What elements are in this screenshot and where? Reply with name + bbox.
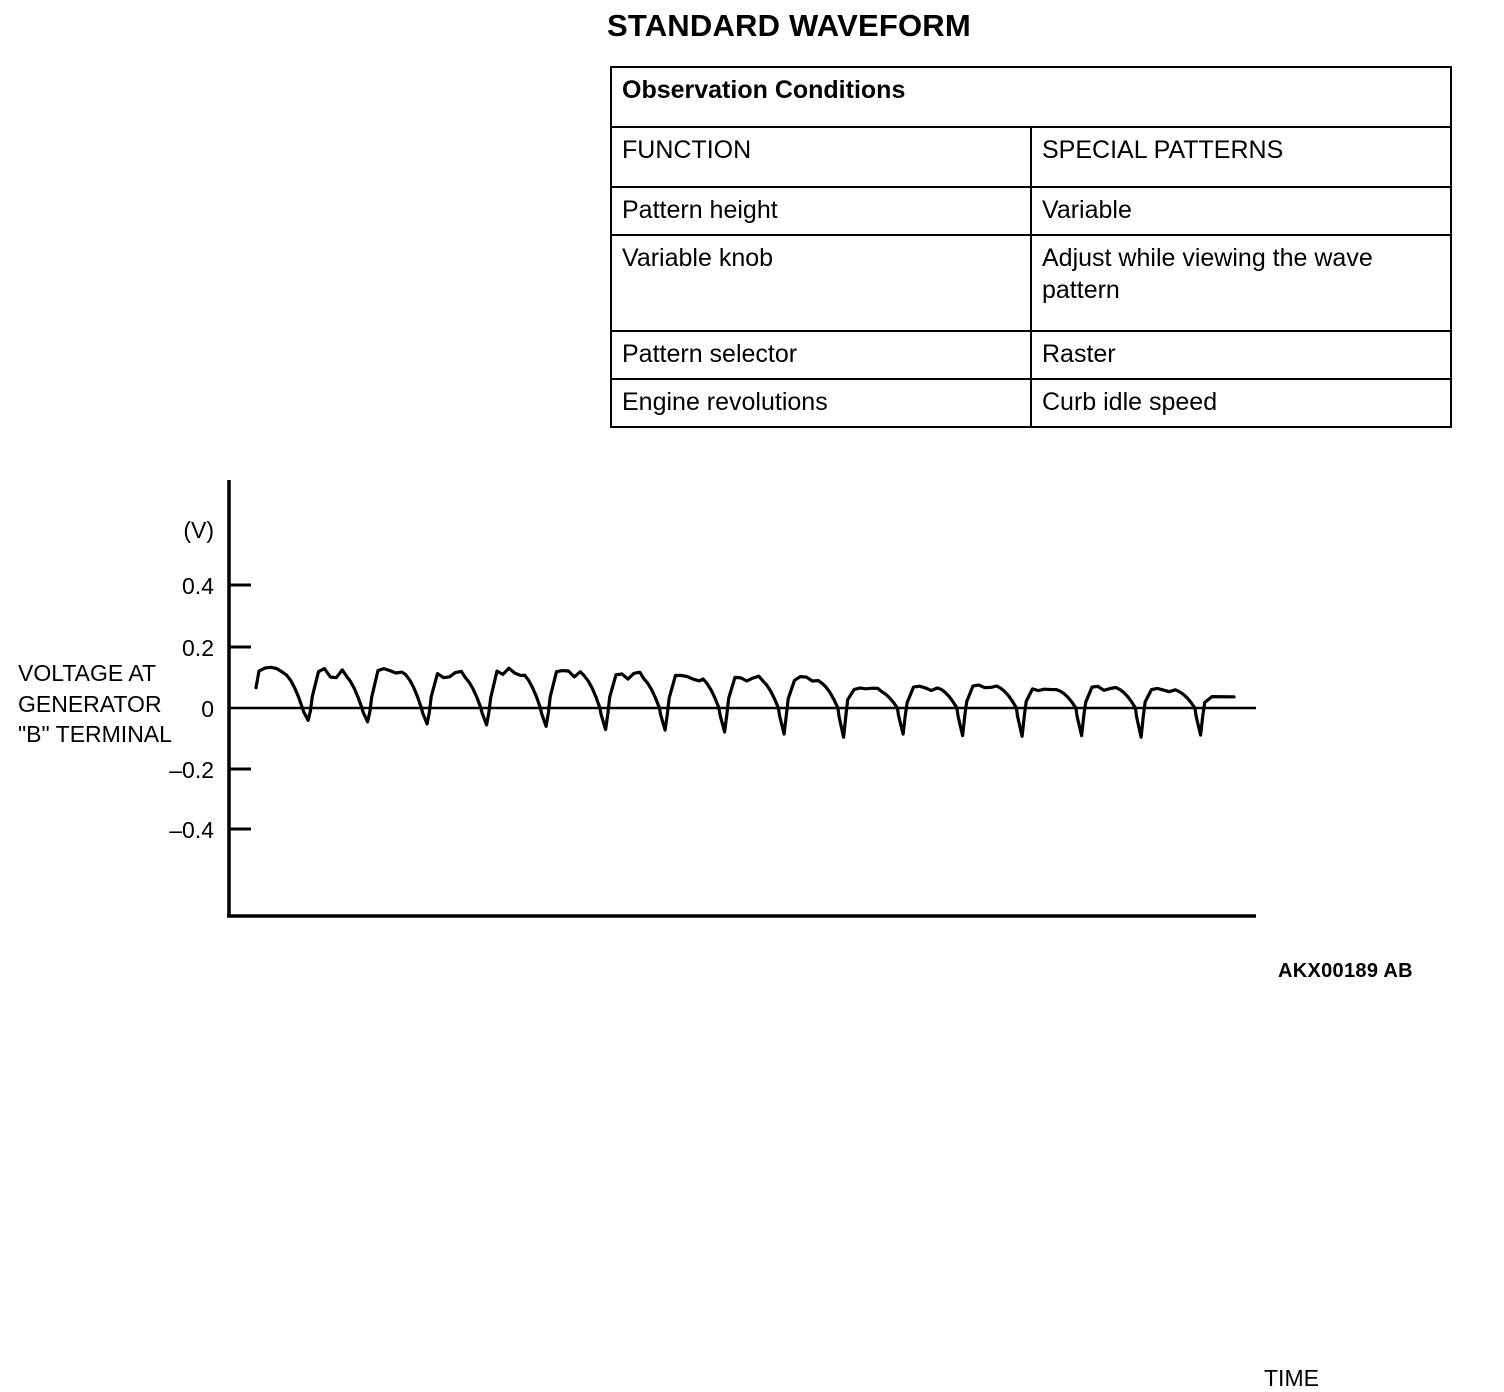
y-axis-unit-label: (V)	[183, 517, 214, 543]
cell-pattern: Raster	[1030, 330, 1452, 380]
x-axis-caption: TIME	[1264, 1365, 1319, 1391]
waveform-chart: VOLTAGE AT GENERATOR "B" TERMINAL TIME (…	[0, 470, 1504, 1391]
y-tick-label-minus-0.2: –0.2	[169, 757, 214, 783]
table-row: Engine revolutions Curb idle speed	[610, 378, 1452, 428]
y-tick-label-0.2: 0.2	[182, 635, 214, 661]
table-row: Pattern height Variable	[610, 186, 1452, 236]
cell-pattern: Variable	[1030, 186, 1452, 236]
observation-conditions-table: Observation Conditions FUNCTION SPECIAL …	[610, 66, 1452, 428]
table-row-caption: Observation Conditions	[610, 66, 1452, 128]
waveform-trace	[254, 665, 1236, 739]
figure-code: AKX00189 AB	[1278, 960, 1413, 982]
cell-function: Pattern height	[610, 186, 1032, 236]
table-row: Variable knob Adjust while viewing the w…	[610, 234, 1452, 332]
y-axis-caption: VOLTAGE AT GENERATOR "B" TERMINAL	[18, 660, 172, 748]
page-title: STANDARD WAVEFORM	[607, 8, 971, 43]
table-caption-cell: Observation Conditions	[610, 66, 1452, 128]
y-tick-label-0.4: 0.4	[182, 573, 214, 599]
column-header-function: FUNCTION	[610, 126, 1032, 188]
cell-pattern: Adjust while viewing the wave pattern	[1030, 234, 1452, 332]
table-row: Pattern selector Raster	[610, 330, 1452, 380]
y-tick-label-minus-0.4: –0.4	[169, 817, 214, 843]
cell-function: Variable knob	[610, 234, 1032, 332]
cell-function: Pattern selector	[610, 330, 1032, 380]
y-tick-label-0: 0	[201, 696, 214, 722]
column-header-special-patterns: SPECIAL PATTERNS	[1030, 126, 1452, 188]
cell-pattern: Curb idle speed	[1030, 378, 1452, 428]
table-row-headers: FUNCTION SPECIAL PATTERNS	[610, 126, 1452, 188]
cell-function: Engine revolutions	[610, 378, 1032, 428]
waveform-plot-svg: (V) 0.4 0.2 0 –0.2 –0.4	[169, 480, 1256, 918]
